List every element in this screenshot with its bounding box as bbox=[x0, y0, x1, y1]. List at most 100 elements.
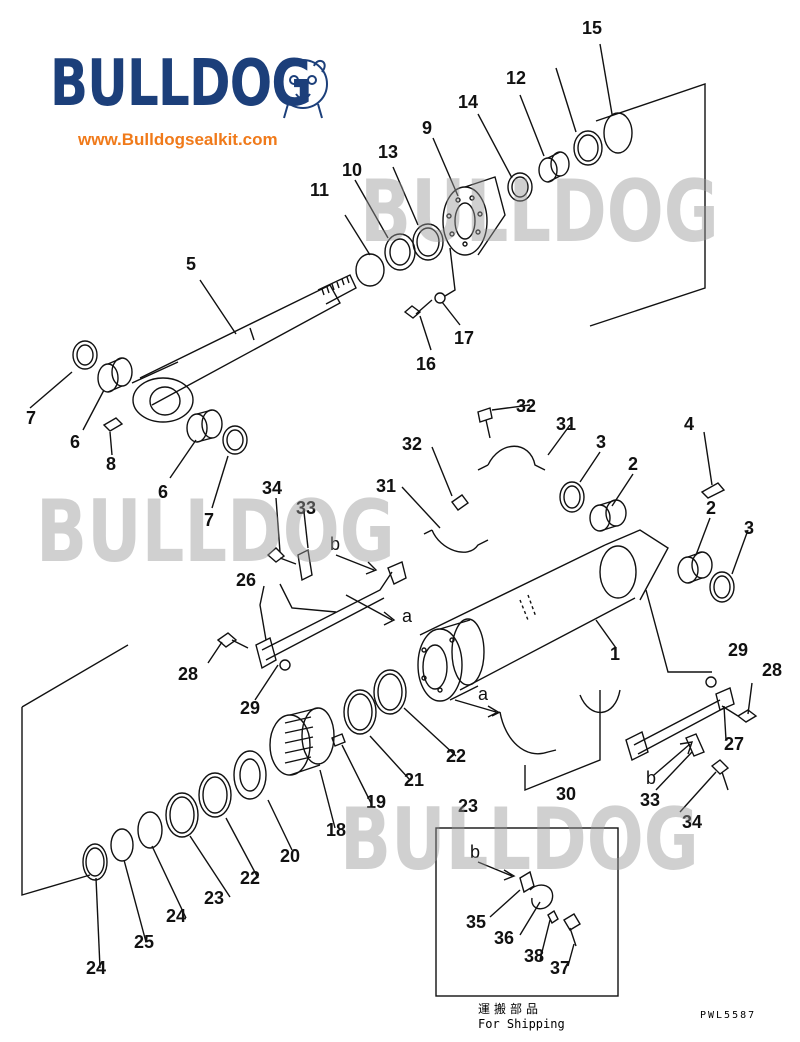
view-letter-a: a bbox=[478, 684, 489, 704]
pipe-27 bbox=[625, 687, 735, 761]
clip-33-right bbox=[685, 733, 705, 757]
brand-logo: BULLDOG bbox=[50, 48, 385, 120]
callout-5: 5 bbox=[186, 254, 196, 274]
arrow-a-upper bbox=[345, 594, 396, 626]
callout-38: 38 bbox=[524, 946, 544, 966]
callout-34: 34 bbox=[682, 812, 702, 832]
cylinder-head-9 bbox=[442, 176, 506, 256]
ring-13 bbox=[412, 223, 444, 261]
callout-15: 15 bbox=[582, 18, 602, 38]
seal-3-lower bbox=[709, 571, 735, 603]
callout-32: 32 bbox=[402, 434, 422, 454]
leader-30 bbox=[524, 690, 601, 792]
seal-3-lower-inner bbox=[713, 575, 731, 599]
seal-7-lower-inner bbox=[226, 429, 244, 451]
callout-23: 23 bbox=[458, 796, 478, 816]
callout-7: 7 bbox=[26, 408, 36, 428]
seal-7-upper bbox=[72, 340, 98, 370]
bushing-2-upper bbox=[589, 499, 627, 532]
callout-30: 30 bbox=[556, 784, 576, 804]
oring-29-left bbox=[279, 659, 291, 671]
callout-33: 33 bbox=[296, 498, 316, 518]
leader-9 bbox=[444, 247, 456, 297]
callout-20: 20 bbox=[280, 846, 300, 866]
callout-29: 29 bbox=[240, 698, 260, 718]
nut-21 bbox=[233, 750, 267, 800]
callout-19: 19 bbox=[366, 792, 386, 812]
bolt-32-upper bbox=[477, 407, 493, 439]
callout-2: 2 bbox=[628, 454, 638, 474]
ring-22-b-inner bbox=[347, 693, 373, 731]
brand-name: BULLDOG bbox=[50, 47, 312, 121]
view-letter-b: b bbox=[470, 842, 480, 862]
frame-line-lower bbox=[21, 644, 129, 896]
seal-14-inner bbox=[511, 176, 529, 198]
callout-labels: 1223345667789101112131415161718192021222… bbox=[26, 18, 782, 978]
snap-ring-11 bbox=[355, 253, 385, 287]
callout-33: 33 bbox=[640, 790, 660, 810]
clamp-30-lower bbox=[491, 711, 557, 755]
callout-1: 1 bbox=[610, 644, 620, 664]
callout-8: 8 bbox=[106, 454, 116, 474]
ring-13-inner bbox=[416, 227, 440, 257]
clip-33-left bbox=[297, 548, 313, 582]
callout-32: 32 bbox=[516, 396, 536, 416]
ring-25 bbox=[110, 828, 134, 862]
callout-22: 22 bbox=[446, 746, 466, 766]
callout-4: 4 bbox=[684, 414, 694, 434]
ring-16 bbox=[603, 112, 633, 154]
callout-36: 36 bbox=[494, 928, 514, 948]
bushing-6-lower bbox=[186, 409, 223, 443]
pipe-26 bbox=[255, 561, 407, 670]
ring-23-a bbox=[165, 792, 199, 838]
grease-fitting-8 bbox=[102, 417, 124, 432]
seal-14 bbox=[507, 172, 533, 202]
callout-17: 17 bbox=[454, 328, 474, 348]
seal-3-upper bbox=[559, 481, 585, 513]
callout-11: 11 bbox=[310, 180, 329, 200]
bushing-12 bbox=[538, 151, 570, 183]
ring-23-a-inner bbox=[169, 796, 195, 834]
clamp-31-mid bbox=[423, 529, 489, 553]
brand-url[interactable]: www.Bulldogsealkit.com bbox=[78, 130, 278, 149]
callout-9: 9 bbox=[422, 118, 432, 138]
seal-3-upper-inner bbox=[563, 485, 581, 509]
clamp-31-upper bbox=[477, 445, 546, 471]
oring-29-right bbox=[705, 676, 717, 688]
shipping-caption-chinese: 運搬部品 bbox=[478, 1002, 543, 1016]
ring-22-a-inner bbox=[202, 776, 228, 814]
cylinder-tube-1 bbox=[417, 529, 669, 702]
arrow-a-lower bbox=[454, 699, 500, 718]
bushing-6-upper bbox=[97, 357, 133, 393]
callout-7: 7 bbox=[204, 510, 214, 530]
callout-21: 21 bbox=[404, 770, 424, 790]
callout-24: 24 bbox=[166, 906, 186, 926]
seal-15-inner bbox=[577, 134, 599, 162]
callout-2: 2 bbox=[706, 498, 716, 518]
bulldog-mascot-icon bbox=[278, 59, 328, 119]
clip-36 bbox=[529, 884, 554, 910]
view-letter-a: a bbox=[402, 606, 413, 626]
shipping-caption-english: For Shipping bbox=[478, 1017, 565, 1031]
bolt-34-left bbox=[266, 547, 297, 565]
callout-6: 6 bbox=[158, 482, 168, 502]
callout-12: 12 bbox=[506, 68, 526, 88]
frame-line-upper bbox=[589, 83, 706, 327]
shipping-box bbox=[435, 827, 619, 997]
bushing-2-lower bbox=[677, 551, 713, 584]
view-letter-b: b bbox=[646, 768, 656, 788]
callout-6: 6 bbox=[70, 432, 80, 452]
arrow-b-upper bbox=[335, 554, 378, 575]
callout-3: 3 bbox=[744, 518, 754, 538]
callout-35: 35 bbox=[466, 912, 486, 932]
callout-25: 25 bbox=[134, 932, 154, 952]
callout-28: 28 bbox=[178, 664, 198, 684]
grease-fitting-4 bbox=[700, 482, 726, 499]
ring-23-b bbox=[373, 669, 407, 715]
callout-29: 29 bbox=[728, 640, 748, 660]
piston-19 bbox=[269, 707, 335, 776]
ring-24-b-inner bbox=[85, 847, 105, 877]
callout-23: 23 bbox=[204, 888, 224, 908]
washer-38 bbox=[547, 909, 559, 925]
